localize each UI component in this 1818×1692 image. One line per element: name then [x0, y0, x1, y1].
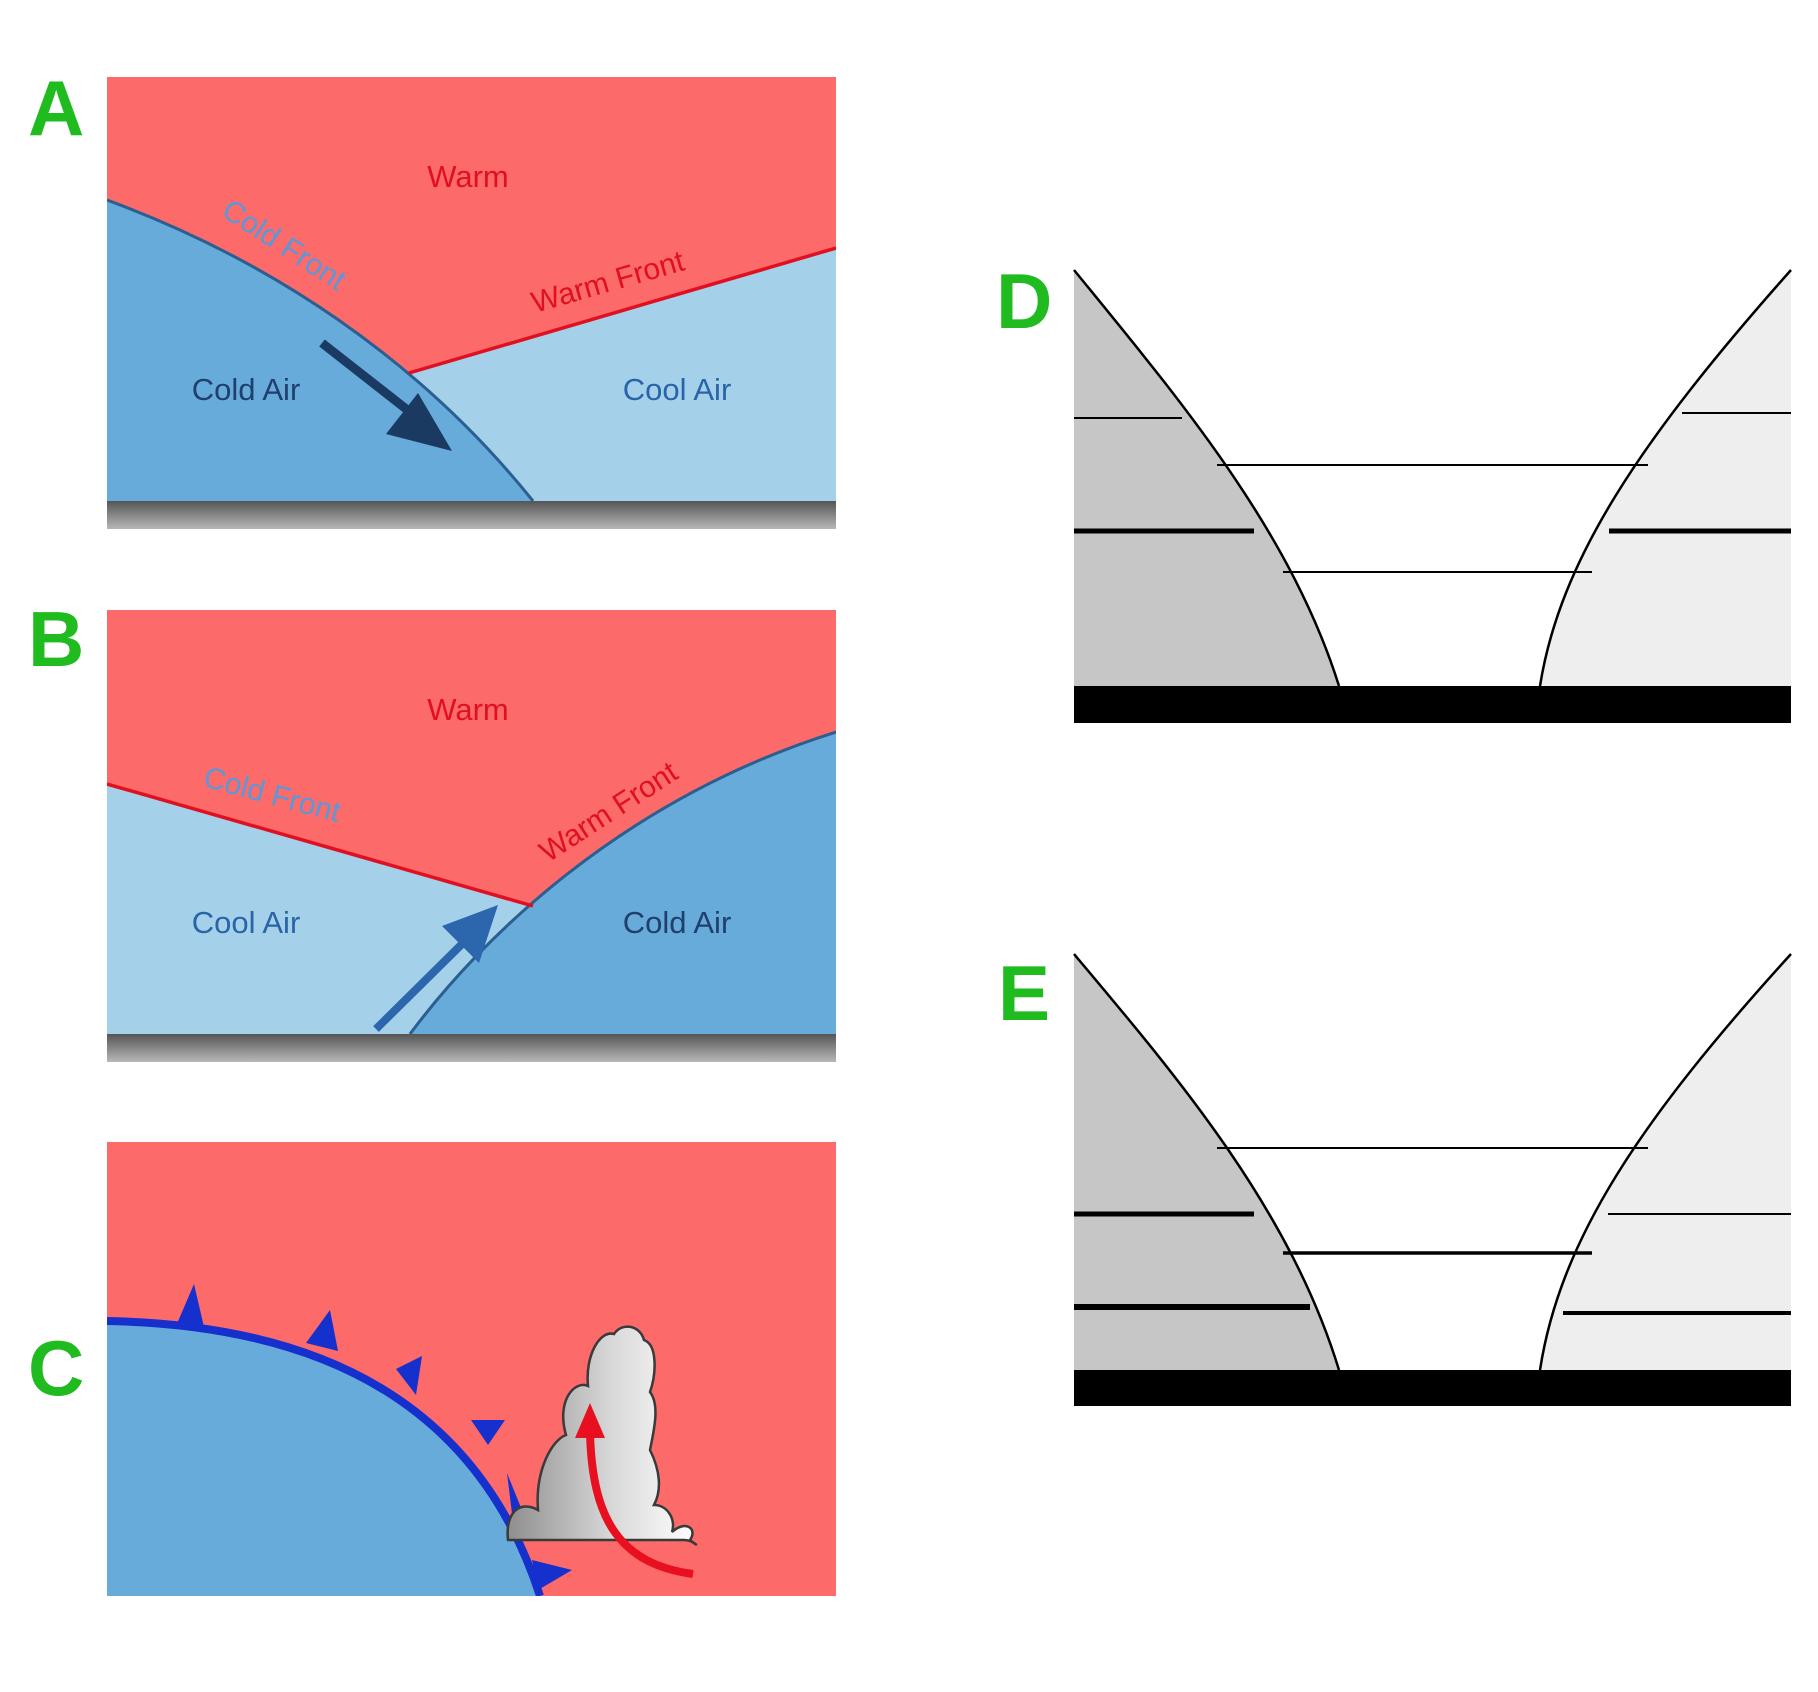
panel-b-letter: B: [28, 595, 84, 683]
rising-air-arrow: [575, 1403, 694, 1578]
cool-air-region: [107, 784, 533, 1034]
cool-air-label: Cool Air: [192, 905, 301, 940]
left-wall-edge: [1073, 953, 1341, 1371]
right-wall-edge: [1538, 269, 1792, 687]
warm-front-line: [408, 246, 836, 375]
ground-surface: [107, 1034, 836, 1062]
panel-a-letter: A: [28, 64, 84, 152]
panel-c: C: [28, 1142, 836, 1596]
panel-b: B Warm Cold Front Warm Front Cool Air Co…: [28, 595, 836, 1062]
panel-d-letter: D: [996, 257, 1052, 345]
cold-air-mass: [107, 1321, 540, 1596]
warm-label: Warm: [427, 692, 509, 727]
cool-air-label: Cool Air: [623, 372, 732, 407]
panel-d: D: [996, 257, 1792, 723]
warm-front-boundary: [408, 730, 836, 1035]
cold-front-line: [107, 782, 534, 908]
cold-air-label: Cold Air: [192, 372, 301, 407]
cold-air-region: [410, 732, 836, 1034]
warm-label: Warm: [427, 159, 509, 194]
right-rock-wall: [1540, 954, 1791, 1370]
cool-air-region: [409, 248, 836, 501]
left-rock-wall: [1074, 954, 1339, 1370]
left-rock-wall: [1074, 270, 1339, 686]
bedrock-base: [1074, 686, 1791, 723]
right-rock-wall: [1540, 270, 1791, 686]
panel-c-letter: C: [28, 1324, 84, 1412]
left-wall-edge: [1073, 269, 1341, 687]
cold-front-boundary: [107, 198, 535, 502]
cold-air-label: Cold Air: [623, 905, 732, 940]
cold-air-motion-arrow: [319, 339, 452, 451]
cool-air-motion-arrow: [373, 905, 498, 1032]
right-wall-edge: [1538, 953, 1792, 1371]
panel-a: A Warm Cold Front Warm Front Cold Air Co…: [28, 64, 836, 529]
ground-surface: [107, 501, 836, 529]
panel-e: E: [998, 949, 1792, 1406]
bedrock-base: [1074, 1370, 1791, 1406]
panel-e-letter: E: [998, 949, 1050, 1037]
